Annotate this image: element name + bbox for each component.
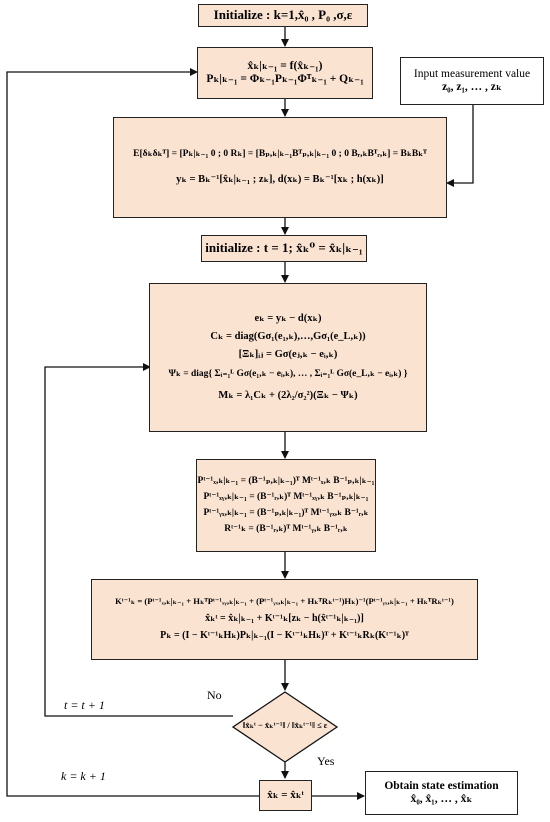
decision-diamond xyxy=(231,691,339,763)
init-box: Initialize : k=1,x̂₀ , P₀ ,σ,ε xyxy=(198,4,368,27)
output-values: x̂₀, x̂₁, … , x̂ₖ xyxy=(410,793,473,805)
t-update-label: t = t + 1 xyxy=(64,698,105,712)
measurement-title: Input measurement value xyxy=(413,67,531,80)
mcc-xi-matrix: [Ξₖ]ᵢⱼ = Gσ(eⱼ,ₖ − eᵢ,ₖ) xyxy=(238,349,338,361)
decision-condition: ‖x̂ₖᵗ − x̂ₖᵗ⁻¹‖ / ‖x̂ₖᵗ⁻¹‖ ≤ ε xyxy=(242,720,328,730)
covariance-box: Pᵗ⁻¹ₓ,ₖ|ₖ₋₁ = (B⁻¹ₚ,ₖ|ₖ₋₁)ᵀ Mᵗ⁻¹ₓ,ₖ B⁻¹ₚ… xyxy=(196,459,376,552)
mcc-box: eₖ = yₖ − d(xₖ) Cₖ = diag(Gσ₁(e₁,ₖ),…,Gσ… xyxy=(149,283,427,432)
predict-box: x̂ₖ|ₖ₋₁ = f(x̂ₖ₋₁) Pₖ|ₖ₋₁ = Φₖ₋₁Pₖ₋₁Φᵀₖ₋… xyxy=(197,47,373,99)
arrow-measure-to-decomp xyxy=(446,105,474,187)
output-box: Obtain state estimation x̂₀, x̂₁, … , x̂… xyxy=(365,771,518,815)
final-state-text: x̂ₖ = x̂ₖᵗ xyxy=(267,789,304,802)
mcc-m-matrix: Mₖ = λ₁Cₖ + (2λ₂/σ₂²)(Ξₖ − Ψₖ) xyxy=(218,390,358,402)
measurement-box: Input measurement value z₀, z₁, … , zₖ xyxy=(400,57,544,105)
init-text: Initialize : k=1,x̂₀ , P₀ ,σ,ε xyxy=(213,7,353,23)
measurement-values: z₀, z₁, … , zₖ xyxy=(442,81,502,93)
update-gain: Kᵗ⁻¹ₖ = (Pᵗ⁻¹ₓ,ₖ|ₖ₋₁ + HₖᵀPᵗ⁻¹ₓᵧ,ₖ|ₖ₋₁ +… xyxy=(115,596,454,607)
cov-pxy: Pᵗ⁻¹ₓᵧ,ₖ|ₖ₋₁ = (B⁻¹ᵣ,ₖ)ᵀ Mᵗ⁻¹ₓᵧ,ₖ B⁻¹ₚ,ₖ… xyxy=(203,492,369,503)
predict-state: x̂ₖ|ₖ₋₁ = f(x̂ₖ₋₁) xyxy=(247,59,323,72)
update-box: Kᵗ⁻¹ₖ = (Pᵗ⁻¹ₓ,ₖ|ₖ₋₁ + HₖᵀPᵗ⁻¹ₓᵧ,ₖ|ₖ₋₁ +… xyxy=(91,579,478,660)
yes-label: Yes xyxy=(317,754,335,768)
update-covariance: Pₖ = (I − Kᵗ⁻¹ₖHₖ)Pₖ|ₖ₋₁(I − Kᵗ⁻¹ₖHₖ)ᵀ +… xyxy=(160,630,409,642)
arrow-k-loop xyxy=(6,68,259,797)
k-update-label: k = k + 1 xyxy=(61,769,106,783)
mcc-error: eₖ = yₖ − d(xₖ) xyxy=(254,312,322,324)
final-state-box: x̂ₖ = x̂ₖᵗ xyxy=(259,780,312,811)
predict-covariance: Pₖ|ₖ₋₁ = Φₖ₋₁Pₖ₋₁Φᵀₖ₋₁ + Qₖ₋₁ xyxy=(206,73,364,85)
cov-r: Rᵗ⁻¹ₖ = (B⁻¹ᵣ,ₖ)ᵀ Mᵗ⁻¹ᵧ,ₖ B⁻¹ᵣ,ₖ xyxy=(224,523,348,534)
no-label: No xyxy=(207,688,222,702)
decomposition-box: E[δₖδₖᵀ] = [Pₖ|ₖ₋₁ 0 ; 0 Rₖ] = [Bₚ,ₖ|ₖ₋₁… xyxy=(113,117,447,218)
decomp-transform: yₖ = Bₖ⁻¹[x̂ₖ|ₖ₋₁ ; zₖ], d(xₖ) = Bₖ⁻¹[xₖ… xyxy=(176,173,384,185)
init-t-text: initialize : t = 1; x̂ₖ⁰ = x̂ₖ|ₖ₋₁ xyxy=(205,240,363,256)
arrow-no-loop xyxy=(44,363,233,717)
mcc-psi-matrix: Ψₖ = diag{ Σᵢ₌₁ᴸ Gσ(e₁,ₖ − eᵢ,ₖ), … , Σᵢ… xyxy=(168,369,408,380)
update-state: x̂ₖᵗ = x̂ₖ|ₖ₋₁ + Kᵗ⁻¹ₖ[zₖ − h(x̂ᵗ⁻¹ₖ|ₖ₋₁… xyxy=(205,612,364,624)
cov-px: Pᵗ⁻¹ₓ,ₖ|ₖ₋₁ = (B⁻¹ₚ,ₖ|ₖ₋₁)ᵀ Mᵗ⁻¹ₓ,ₖ B⁻¹ₚ… xyxy=(197,476,375,487)
mcc-c-matrix: Cₖ = diag(Gσ₁(e₁,ₖ),…,Gσ₁(e_L,ₖ)) xyxy=(210,330,366,342)
cov-pyx: Pᵗ⁻¹ᵧₓ,ₖ|ₖ₋₁ = (B⁻¹ₚ,ₖ|ₖ₋₁)ᵀ Mᵗ⁻¹ᵧₓ,ₖ B⁻… xyxy=(203,508,369,518)
output-title: Obtain state estimation xyxy=(384,779,499,792)
decomp-covariance: E[δₖδₖᵀ] = [Pₖ|ₖ₋₁ 0 ; 0 Rₖ] = [Bₚ,ₖ|ₖ₋₁… xyxy=(133,149,427,159)
init-t-box: initialize : t = 1; x̂ₖ⁰ = x̂ₖ|ₖ₋₁ xyxy=(201,235,367,262)
